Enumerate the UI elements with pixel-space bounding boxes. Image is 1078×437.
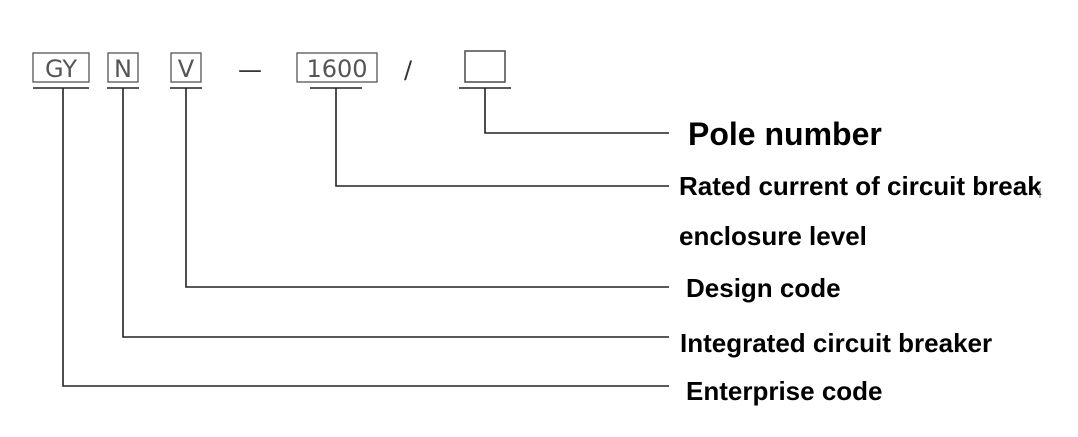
leader-enterprise-code [62,88,669,387]
code-text-rated: 1600 [306,55,367,83]
code-box-integrated [107,52,139,83]
code-box-enterprise [32,52,90,83]
dash-separator: — [238,56,262,84]
leader-design-code [185,88,669,288]
label-design-code: Design code [686,273,841,303]
label-enterprise-code: Enterprise code [686,376,883,406]
label-integrated-breaker: Integrated circuit breaker [680,328,992,358]
leader-pole-number [484,88,669,134]
code-integrated: N [107,52,139,89]
label-enclosure-level: enclosure level [679,221,867,251]
code-rated: 1600 [296,52,378,89]
code-pole [459,50,511,89]
label-pole-number: Pole number [688,116,882,152]
code-box-pole [464,50,506,83]
code-enterprise: GY [32,52,90,89]
code-design: V [170,52,202,89]
code-box-rated [296,52,378,83]
code-text-design: V [178,55,195,83]
label-rated-current: Rated current of circuit break [679,171,1042,201]
slash-separator: / [404,56,413,84]
code-text-enterprise: GY [45,55,77,83]
leader-rated-current [335,88,669,187]
leader-integrated-breaker [122,88,669,338]
code-text-integrated: N [114,55,132,83]
code-box-design [170,52,202,83]
